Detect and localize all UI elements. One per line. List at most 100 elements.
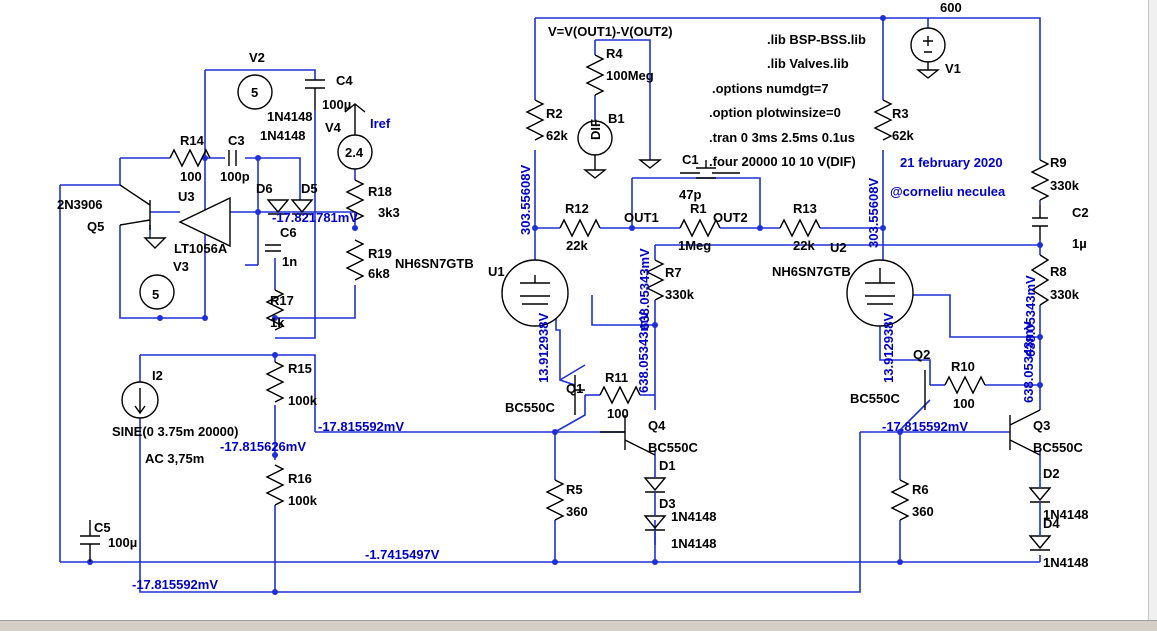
r18-symbol xyxy=(345,179,365,221)
r10-value: 100 xyxy=(953,396,975,411)
q3-name: Q3 xyxy=(1033,418,1050,433)
r11-symbol xyxy=(599,385,641,405)
r15-name: R15 xyxy=(288,361,312,376)
r2-value: 62k xyxy=(546,128,568,143)
r6-value: 360 xyxy=(912,504,934,519)
c4-symbol xyxy=(305,79,325,110)
net-out1: OUT1 xyxy=(624,210,659,225)
v3-value: 5 xyxy=(152,287,159,302)
q5-value: 2N3906 xyxy=(57,197,103,212)
r5-value: 360 xyxy=(566,504,588,519)
r13-symbol xyxy=(779,218,821,238)
bottom-line-voltage: -17.815592mV xyxy=(132,577,218,592)
q1-value: BC550C xyxy=(505,400,555,415)
c3-symbol xyxy=(228,150,237,166)
r12-value: 22k xyxy=(566,238,588,253)
q1-name: Q1 xyxy=(566,381,583,396)
u3-name: U3 xyxy=(178,189,195,204)
r1-value: 1Meg xyxy=(678,238,711,253)
r6-name: R6 xyxy=(912,482,929,497)
d5-symbol xyxy=(290,199,314,215)
b1-name: B1 xyxy=(608,111,625,126)
r11-name: R11 xyxy=(605,370,628,385)
transistor-symbols xyxy=(119,184,1041,456)
note-date: 21 february 2020 xyxy=(900,155,1003,170)
r3-name: R3 xyxy=(892,106,909,121)
u2-anode-voltage: 303.55608V xyxy=(866,178,881,248)
q1-symbol xyxy=(574,375,585,415)
source-symbols xyxy=(121,27,946,419)
r19-value: 6k8 xyxy=(368,266,390,281)
diode-symbols xyxy=(266,199,1052,551)
r7-name: R7 xyxy=(665,265,682,280)
wires xyxy=(59,17,1041,593)
d1-symbol xyxy=(643,477,667,493)
resistor-symbols xyxy=(169,54,1050,521)
u1-cathode-voltage: 13.912938V xyxy=(536,313,551,383)
u3-symbol xyxy=(178,196,231,248)
r12-name: R12 xyxy=(565,201,589,216)
r8-value: 330k xyxy=(1050,287,1080,302)
directive-lib2: .lib Valves.lib xyxy=(767,56,849,71)
r16-value: 100k xyxy=(288,493,318,508)
note-author: @corneliu neculea xyxy=(890,184,1006,199)
i2-value: SINE(0 3.75m 20000) xyxy=(112,424,238,439)
q4-emitter-voltage: 638.05343mV xyxy=(636,311,651,393)
net-out2: OUT2 xyxy=(713,210,748,225)
horizontal-scrollbar[interactable] xyxy=(0,620,1157,631)
q4-symbol xyxy=(600,415,656,456)
c6-value: 1n xyxy=(282,254,297,269)
i2-ac: AC 3,75m xyxy=(145,451,204,466)
q4-name: Q4 xyxy=(648,418,666,433)
voltage-labels: 303.55608V 303.55608V 13.912938V 13.9129… xyxy=(132,165,1038,592)
q3-collector-voltage: 638.05343mV xyxy=(1023,275,1038,357)
directive-tran: .tran 0 3ms 2.5ms 0.1us xyxy=(709,130,855,145)
i2-name: I2 xyxy=(152,368,163,383)
r8-symbol xyxy=(1030,254,1050,306)
d5-name: D5 xyxy=(301,181,318,196)
r2-symbol xyxy=(525,99,545,141)
d5-value: 1N4148 xyxy=(267,109,313,124)
r16-name: R16 xyxy=(288,471,312,486)
r15-node-voltage: -17.815626mV xyxy=(220,439,306,454)
q2-base-voltage: -17.815592mV xyxy=(882,419,968,434)
junction-dots xyxy=(87,15,1043,595)
q5-symbol xyxy=(119,184,151,230)
d2-value: 1N4148 xyxy=(1043,507,1089,522)
c1-value: 47p xyxy=(679,187,701,202)
d4-name: D4 xyxy=(1043,516,1060,531)
d6-symbol xyxy=(266,199,290,215)
r18-name: R18 xyxy=(368,184,392,199)
r4-value: 100Meg xyxy=(606,68,654,83)
c3-value: 100p xyxy=(220,169,250,184)
d6-value: 1N4148 xyxy=(260,128,306,143)
r19-symbol xyxy=(345,239,365,281)
r6-symbol xyxy=(890,479,910,521)
c2-symbol xyxy=(1032,205,1048,240)
r19-name: R19 xyxy=(368,246,392,261)
r9-symbol xyxy=(1030,159,1050,201)
vertical-scrollbar[interactable] xyxy=(1148,0,1157,620)
r18-value: 3k3 xyxy=(378,205,400,220)
directive-opt1: .options numdgt=7 xyxy=(712,81,829,96)
r5-symbol xyxy=(545,479,565,521)
d3-value: 1N4148 xyxy=(671,509,717,524)
u1-name: U1 xyxy=(488,264,505,279)
r8-name: R8 xyxy=(1050,264,1067,279)
v3-name: V3 xyxy=(173,259,189,274)
opamp-out-voltage: -17.821781mV xyxy=(272,210,358,225)
r17-symbol xyxy=(265,289,285,331)
r9-name: R9 xyxy=(1050,155,1067,170)
directive-lib1: .lib BSP-BSS.lib xyxy=(767,32,866,47)
supply-net-label: 600 xyxy=(940,0,962,15)
r2-name: R2 xyxy=(546,106,563,121)
r1-name: R1 xyxy=(690,201,707,216)
u1-value: NH6SN7GTB xyxy=(395,256,474,271)
directive-four: .four 20000 10 10 V(DIF) xyxy=(709,154,856,169)
u2-name: U2 xyxy=(830,240,847,255)
v4-value: 2.4 xyxy=(345,145,364,160)
r14-name: R14 xyxy=(180,133,205,148)
u3-value: LT1056A xyxy=(174,241,228,256)
c6-name: C6 xyxy=(280,225,297,240)
